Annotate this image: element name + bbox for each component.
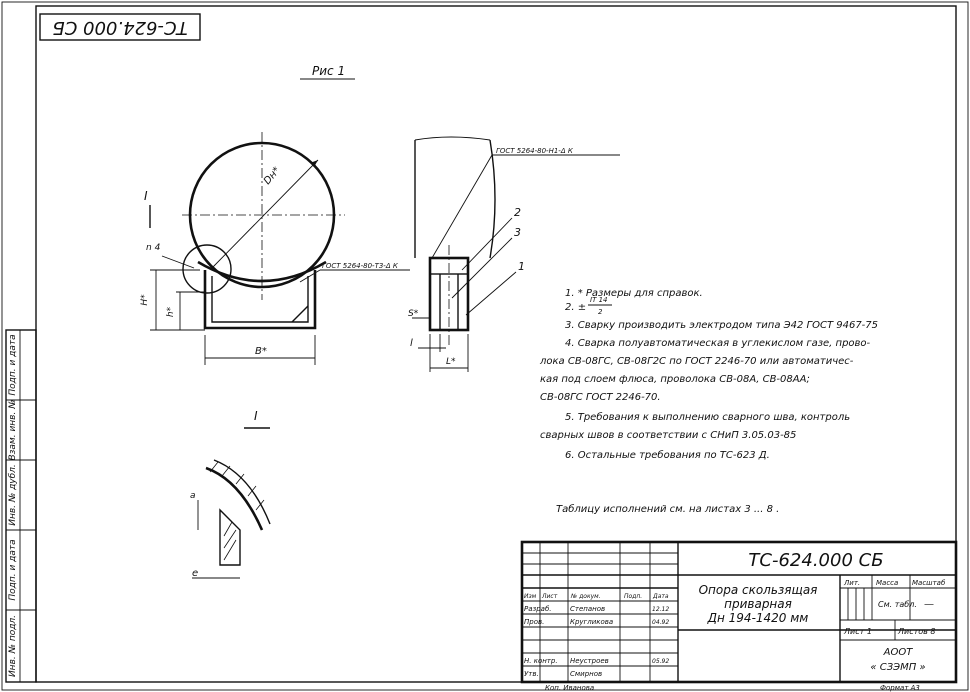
note-line-8: 5. Требования к выполнению сварного шва,… xyxy=(565,411,850,423)
note-line-7: СВ-08ГС ГОСТ 2246-70. xyxy=(540,392,661,403)
tb-date-2: 04.92 xyxy=(652,619,669,626)
corner-code-box: ТС-624.000 СБ xyxy=(39,13,201,41)
tb-name-3: Неустроев xyxy=(570,657,609,665)
position-3: 3 xyxy=(514,226,521,239)
tb-title-1: Опора скользящая xyxy=(699,583,818,597)
note-line-4: 4. Сварка полуавтоматическая в углекисло… xyxy=(565,338,871,349)
tb-role-2: Пров. xyxy=(524,618,544,626)
tb-org-2: « СЗЭМП » xyxy=(870,662,925,673)
tb-name-1: Степанов xyxy=(570,605,605,613)
note-line-6: кая под слоем флюса, проволока СВ-08А, С… xyxy=(540,374,810,385)
copied-label: Коп. Иванова xyxy=(545,684,594,692)
tb-col-list: Лист xyxy=(541,593,558,600)
tb-doc-code: ТС-624.000 СБ xyxy=(748,550,883,571)
format-label: Формат А3 xyxy=(880,684,920,692)
tb-scale-label: Масштаб xyxy=(912,579,946,587)
note-line-10: 6. Остальные требования по ТС-623 Д. xyxy=(565,449,770,461)
tb-sheet: Лист 1 xyxy=(843,627,872,636)
tb-sheets: Листов 8 xyxy=(897,627,936,636)
figure-label: Рис 1 xyxy=(312,64,345,78)
dim-e: е xyxy=(192,568,198,579)
support-saddle xyxy=(197,260,327,283)
note-tol-den: 2 xyxy=(598,308,603,316)
strip-label-1: Подп. и дата xyxy=(8,334,18,395)
tb-date-1: 12.12 xyxy=(652,606,669,613)
main-view: Dн* I n 4 Н* h* В* ГОСТ 5264-80-Т3-Δ К xyxy=(140,132,410,365)
tb-col-date: Дата xyxy=(652,593,669,600)
tb-mass-label: Масса xyxy=(876,579,898,587)
strip-label-2: Взам. инв. № xyxy=(8,399,18,460)
note-line-2: 2. ± xyxy=(565,302,586,313)
weld-label-upper: ГОСТ 5264-80-Н1-Δ К xyxy=(496,147,574,155)
tb-title-3: Дн 194-1420 мм xyxy=(707,611,809,625)
tb-lit-label: Лит. xyxy=(843,579,860,587)
strip-label-3: Инв. № дубл. xyxy=(8,464,18,526)
tb-name-2: Кругликова xyxy=(570,618,613,626)
dim-s: S* xyxy=(408,309,419,319)
tb-role-1: Разраб. xyxy=(524,605,552,613)
tb-mass-value: См. табл. xyxy=(878,600,917,609)
tb-role-3: Н. контр. xyxy=(524,657,558,665)
tb-col-doc: № докум. xyxy=(570,593,601,600)
tb-col-izm: Изм xyxy=(524,593,537,600)
detail-view: I а е xyxy=(190,409,271,579)
dim-diameter: Dн* xyxy=(262,165,283,187)
note-line-1: 1. * Размеры для справок. xyxy=(565,288,703,299)
note-tol-num: IT 14 xyxy=(590,296,607,304)
note-line-5: лока СВ-08ГС, СВ-08Г2С по ГОСТ 2246-70 и… xyxy=(539,356,854,367)
position-1: 1 xyxy=(518,260,525,273)
tb-title-2: приварная xyxy=(724,597,792,611)
dim-l-big: L* xyxy=(446,357,456,367)
position-2: 2 xyxy=(514,206,521,219)
section-mark-top: I xyxy=(144,189,148,203)
dim-a: а xyxy=(190,491,196,501)
corner-code: ТС-624.000 СБ xyxy=(52,17,187,38)
tb-col-sign: Подп. xyxy=(624,593,642,600)
note-line-9: сварных швов в соответствии с СНиП 3.05.… xyxy=(540,430,796,441)
tb-org-1: АООТ xyxy=(883,647,914,658)
table-note: Таблицу исполнений см. на листах 3 ... 8… xyxy=(556,503,779,515)
tb-scale-value: — xyxy=(924,599,934,610)
technical-notes: 1. * Размеры для справок. 2. ± IT 14 2 3… xyxy=(539,288,878,515)
tb-date-3: 05.92 xyxy=(652,658,669,665)
left-binding-strip: Подп. и дата Взам. инв. № Инв. № дубл. П… xyxy=(5,329,37,683)
dim-n: n 4 xyxy=(146,243,161,253)
weld-label-lower: ГОСТ 5264-80-Т3-Δ К xyxy=(322,262,399,270)
strip-label-5: Инв. № подл. xyxy=(8,615,18,677)
dim-h-inner: h* xyxy=(166,306,176,317)
dim-width-b: В* xyxy=(255,346,267,357)
tb-role-4: Утв. xyxy=(524,670,539,678)
side-view: ГОСТ 5264-80-Н1-Δ К 2 3 1 S* l L* xyxy=(408,136,620,372)
detail-circle xyxy=(182,244,232,294)
tb-name-4: Смирнов xyxy=(570,670,602,678)
dim-l-small: l xyxy=(410,338,413,349)
dim-h-outer: Н* xyxy=(140,294,150,306)
strip-label-4: Подп. и дата xyxy=(8,539,18,600)
title-block: ТС-624.000 СБ Изм Лист № докум. Подп. Да… xyxy=(520,540,958,684)
view-mark: I xyxy=(254,409,258,423)
note-line-3: 3. Сварку производить электродом типа Э4… xyxy=(565,320,878,331)
